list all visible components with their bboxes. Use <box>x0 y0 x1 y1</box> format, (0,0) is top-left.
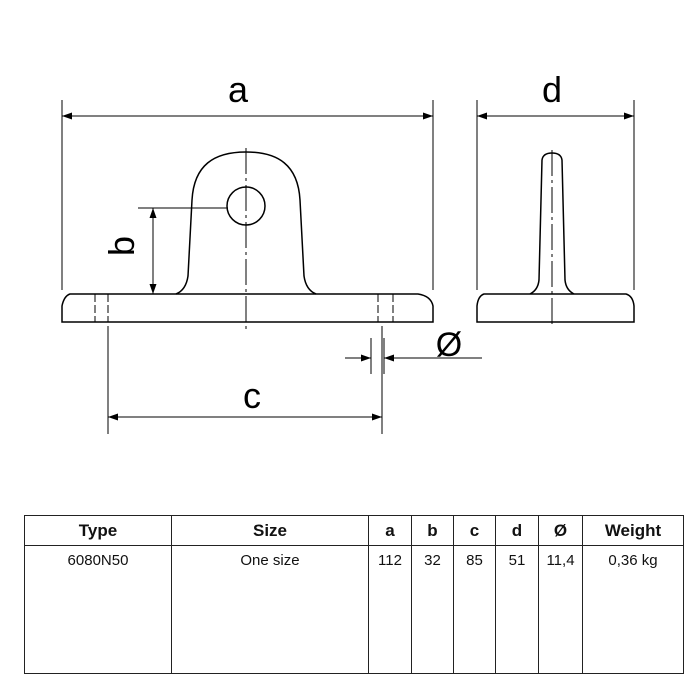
hidden-bolt-holes <box>94 294 394 322</box>
technical-drawing: a d b c Ø <box>61 69 635 434</box>
dimension-lines <box>61 100 635 434</box>
base-plate-outline <box>61 293 434 323</box>
header-d: d <box>495 515 539 546</box>
cell-c: 85 <box>453 545 496 674</box>
cell-d: 51 <box>495 545 539 674</box>
cell-diameter: 11,4 <box>538 545 583 674</box>
header-type: Type <box>24 515 172 546</box>
table-header-row: Type Size a b c d Ø Weight <box>24 515 684 546</box>
cell-size: One size <box>171 545 369 674</box>
spec-table: Type Size a b c d Ø Weight 6080N50 One s… <box>24 515 684 674</box>
dimension-labels: a d b c Ø <box>101 69 562 416</box>
side-view <box>476 150 635 328</box>
front-view <box>61 148 434 330</box>
header-c: c <box>453 515 496 546</box>
label-a: a <box>228 69 249 110</box>
header-weight: Weight <box>582 515 684 546</box>
label-d: d <box>542 69 562 110</box>
label-c: c <box>243 375 261 416</box>
header-diameter: Ø <box>538 515 583 546</box>
header-size: Size <box>171 515 369 546</box>
label-diameter: Ø <box>436 326 462 364</box>
cell-a: 112 <box>368 545 412 674</box>
cell-type: 6080N50 <box>24 545 172 674</box>
cell-weight: 0,36 kg <box>582 545 684 674</box>
label-b: b <box>101 236 142 256</box>
side-plate-outline <box>476 293 635 323</box>
header-a: a <box>368 515 412 546</box>
table-row: 6080N50 One size 112 32 85 51 11,4 0,36 … <box>24 545 684 674</box>
cell-b: 32 <box>411 545 454 674</box>
header-b: b <box>411 515 454 546</box>
